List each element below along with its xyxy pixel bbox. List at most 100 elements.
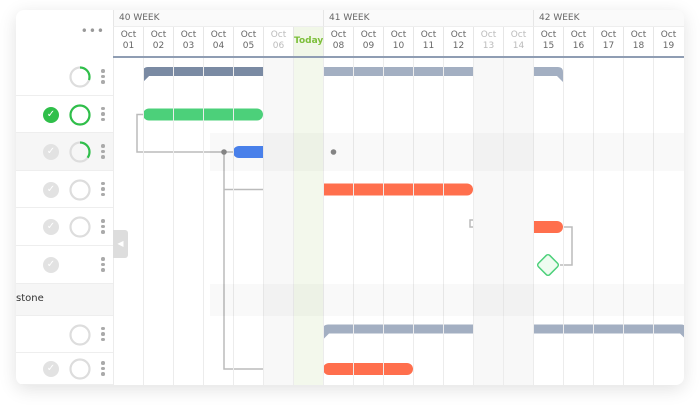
day-column	[503, 58, 533, 385]
row-highlight	[210, 284, 684, 316]
day-month: Oct	[540, 30, 557, 40]
day-number: 17	[602, 41, 615, 51]
progress-ring-icon	[69, 358, 91, 380]
task-row[interactable]: ✓	[16, 96, 113, 133]
row-menu-icon[interactable]	[101, 106, 105, 124]
day-number: 09	[362, 41, 375, 51]
progress-ring-icon	[69, 66, 91, 88]
row-menu-icon[interactable]	[101, 257, 105, 274]
day-month: Oct	[210, 30, 227, 40]
day-column	[263, 58, 293, 385]
progress-ring-icon	[69, 216, 91, 238]
day-column	[353, 58, 383, 385]
day-month: Oct	[360, 30, 377, 40]
week-header: 40 WEEK	[113, 10, 323, 27]
day-month: Oct	[510, 30, 527, 40]
day-number: 13	[482, 41, 495, 51]
day-month: Oct	[270, 30, 287, 40]
progress-ring-icon	[69, 141, 91, 163]
day-month: Oct	[600, 30, 617, 40]
progress-ring-icon	[69, 103, 91, 126]
row-menu-icon[interactable]	[101, 326, 105, 344]
complete-checkbox[interactable]: ✓	[43, 181, 59, 198]
day-month: Oct	[660, 30, 677, 40]
day-number: 02	[152, 41, 165, 51]
task-row[interactable]: stone	[16, 284, 113, 316]
day-number: 19	[662, 41, 675, 51]
more-horizontal-icon[interactable]: •••	[80, 24, 105, 38]
day-number: 12	[452, 41, 465, 51]
complete-checkbox[interactable]: ✓	[43, 361, 59, 377]
day-column	[653, 58, 683, 385]
day-header: Today	[293, 27, 323, 56]
complete-checkbox[interactable]: ✓	[43, 106, 59, 123]
day-number: 11	[422, 41, 435, 51]
day-number: 06	[272, 41, 285, 51]
complete-checkbox[interactable]: ✓	[43, 144, 59, 160]
day-number: 03	[182, 41, 195, 51]
task-row[interactable]: ✓	[16, 353, 113, 385]
task-row[interactable]	[16, 316, 113, 353]
row-menu-icon[interactable]	[101, 69, 105, 86]
dependency-line	[560, 226, 573, 266]
milestone-diamond[interactable]	[536, 253, 560, 277]
task-row[interactable]: ✓	[16, 171, 113, 208]
day-number: 18	[632, 41, 645, 51]
day-month: Oct	[240, 30, 257, 40]
day-column	[233, 58, 263, 385]
day-month: Oct	[390, 30, 407, 40]
day-column	[383, 58, 413, 385]
header-divider	[113, 56, 684, 58]
task-row[interactable]: ✓	[16, 246, 113, 284]
day-month: Oct	[630, 30, 647, 40]
day-month: Oct	[480, 30, 497, 40]
task-row[interactable]: ✓	[16, 133, 113, 171]
task-bar[interactable]	[323, 363, 413, 375]
day-month: Oct	[330, 30, 347, 40]
row-menu-icon[interactable]	[101, 144, 105, 161]
task-list-panel: ••• ✓ ✓ ✓ ✓ ✓ stone ✓	[16, 10, 114, 385]
complete-checkbox[interactable]: ✓	[43, 219, 59, 235]
dependency-line	[136, 113, 233, 153]
day-column	[113, 58, 143, 385]
day-column	[293, 58, 323, 385]
day-column	[413, 58, 443, 385]
row-menu-icon[interactable]	[101, 181, 105, 199]
day-number: 10	[392, 41, 405, 51]
group-label: stone	[16, 293, 44, 304]
day-month: Oct	[180, 30, 197, 40]
row-menu-icon[interactable]	[101, 361, 105, 378]
collapse-panel-button[interactable]: ◀	[113, 230, 128, 258]
progress-ring-icon	[69, 323, 91, 346]
task-row[interactable]	[16, 58, 113, 96]
week-header: 41 WEEK	[323, 10, 533, 27]
row-highlight	[210, 133, 684, 171]
progress-ring-icon	[69, 178, 91, 201]
day-month: Oct	[420, 30, 437, 40]
day-column	[173, 58, 203, 385]
week-header: 42 WEEK	[533, 10, 684, 27]
complete-checkbox[interactable]: ✓	[43, 257, 59, 273]
day-column	[143, 58, 173, 385]
day-column	[443, 58, 473, 385]
day-column	[323, 58, 353, 385]
day-column	[623, 58, 653, 385]
day-number: 01	[122, 41, 135, 51]
task-row[interactable]: ✓	[16, 208, 113, 246]
row-menu-icon[interactable]	[101, 219, 105, 236]
day-number: 16	[572, 41, 585, 51]
dependency-handle[interactable]	[330, 149, 337, 155]
day-month: Oct	[120, 30, 137, 40]
dependency-node[interactable]	[221, 149, 227, 155]
